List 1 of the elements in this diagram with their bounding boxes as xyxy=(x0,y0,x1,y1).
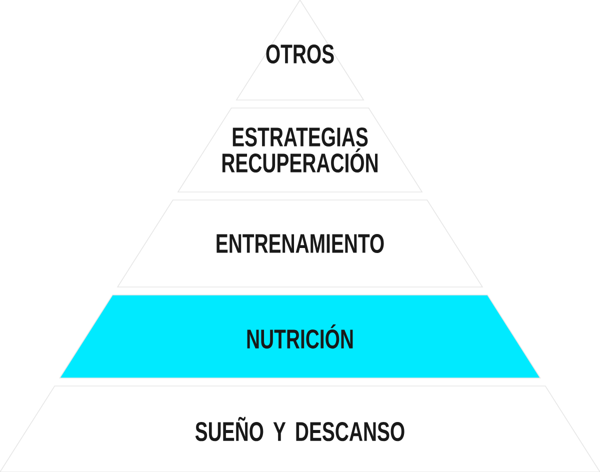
pyramid-layer: SUEÑO Y DESCANSO xyxy=(0,386,600,472)
